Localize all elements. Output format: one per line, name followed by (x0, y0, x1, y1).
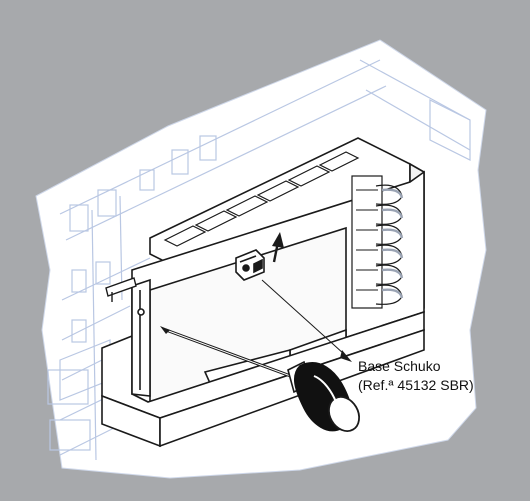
screwdriver-icon (160, 326, 360, 432)
callout-name: Base Schuko (358, 358, 441, 374)
side-fastener (105, 277, 137, 302)
socket-base-icon (235, 249, 265, 281)
callout-reference: (Ref.ª 45132 SBR) (358, 377, 474, 393)
callout-leader (261, 279, 352, 362)
callout-label: Base Schuko (Ref.ª 45132 SBR) (358, 357, 474, 395)
wiring-terminals (351, 175, 404, 309)
arrow-up-icon (272, 232, 284, 263)
